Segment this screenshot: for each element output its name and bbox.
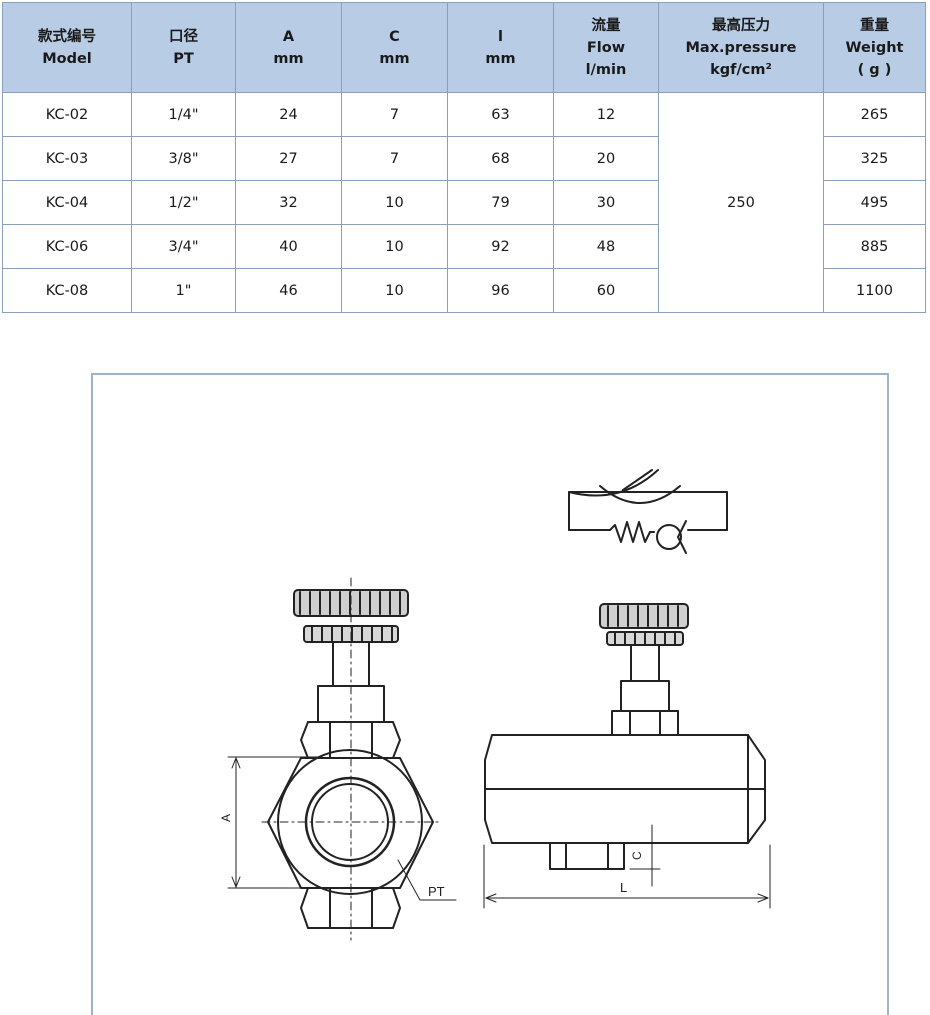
header-l-label: l [498,28,503,45]
table-row: KC-02 1/4" 24 7 63 12 250 265 [2,92,926,313]
cell-a: 27 [235,136,342,181]
cell-a: 32 [235,180,342,225]
cell-c: 10 [341,180,448,225]
table-row: KC-06 3/4" 40 10 92 48 885 [2,224,926,269]
cell-model: KC-08 [2,268,132,313]
cell-model: KC-04 [2,180,132,225]
cell-weight: 885 [823,224,926,269]
header-c-label: C [389,28,400,45]
header-weight: 重量 Weight ( g ) [823,2,926,93]
cell-max-pressure: 250 [658,92,824,313]
front-view [227,577,457,941]
header-weight-unit: ( g ) [857,61,892,78]
header-flow: 流量 Flow l/min [553,2,659,93]
cell-weight: 265 [823,92,926,137]
drawing-frame [91,373,889,1015]
table-row: KC-04 1/2" 32 10 79 30 495 [2,180,926,225]
header-a-label: A [282,28,295,45]
cell-pt: 1" [131,268,236,313]
header-model: 款式编号 Model [2,2,132,93]
header-weight-cn: 重量 [860,17,889,34]
cell-c: 7 [341,92,448,137]
table-row: KC-08 1" 46 10 96 60 1100 [2,268,926,313]
header-pt-cn: 口径 [169,28,198,45]
header-pressure-unit: kgf/cm² [710,61,772,78]
table-row: KC-03 3/8" 27 7 68 20 325 [2,136,926,181]
header-pressure-cn: 最高压力 [712,17,770,34]
cell-l: 92 [447,224,554,269]
cell-pt: 3/8" [131,136,236,181]
cell-model: KC-02 [2,92,132,137]
cell-l: 96 [447,268,554,313]
hydraulic-symbol [568,469,728,554]
cell-pt: 3/4" [131,224,236,269]
header-l: l mm [447,2,554,93]
header-flow-en: Flow [586,39,626,56]
cell-pt: 1/4" [131,92,236,137]
header-l-unit: mm [485,50,516,67]
cell-weight: 495 [823,180,926,225]
cell-flow: 60 [553,268,659,313]
cell-c: 10 [341,268,448,313]
cell-a: 40 [235,224,342,269]
header-pressure-en: Max.pressure [685,39,797,56]
cell-model: KC-03 [2,136,132,181]
label-c: C [630,851,644,860]
header-max-pressure: 最高压力 Max.pressure kgf/cm² [658,2,824,93]
cell-l: 63 [447,92,554,137]
cell-weight: 1100 [823,268,926,313]
label-a: A [219,814,233,822]
header-model-en: Model [42,50,92,67]
side-view [483,603,771,909]
header-flow-cn: 流量 [591,17,621,34]
cell-c: 10 [341,224,448,269]
label-pt: PT [428,884,445,899]
cell-flow: 20 [553,136,659,181]
label-l: L [620,880,627,895]
cell-model: KC-06 [2,224,132,269]
cell-pt: 1/2" [131,180,236,225]
header-pt: 口径 PT [131,2,236,93]
cell-l: 79 [447,180,554,225]
cell-c: 7 [341,136,448,181]
header-c-unit: mm [379,50,410,67]
header-weight-en: Weight [845,39,904,56]
cell-a: 46 [235,268,342,313]
header-model-cn: 款式编号 [38,28,96,45]
header-pt-en: PT [173,50,194,67]
header-a-unit: mm [273,50,304,67]
cell-flow: 30 [553,180,659,225]
cell-l: 68 [447,136,554,181]
header-flow-unit: l/min [585,61,627,78]
